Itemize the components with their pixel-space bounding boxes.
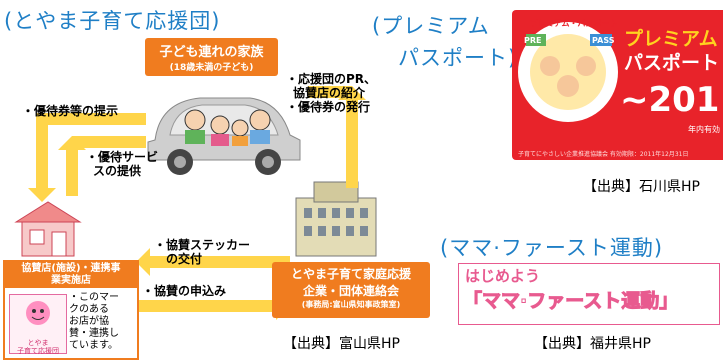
label-pr-3: ・優待券の発行 xyxy=(286,100,371,114)
toyama-source: 【出典】富山県HP xyxy=(283,336,400,352)
label-apply: ・協賛の申込み xyxy=(142,284,227,298)
mama-first-banner: はじめよう 「ママ·ファースト運動」 xyxy=(458,263,720,325)
shop-logo-text-1: とやま xyxy=(27,339,49,347)
passport-title-2: パスポート xyxy=(624,52,720,74)
shop-logo: とやま 子育て応援団 xyxy=(9,294,67,355)
shop-house-icon xyxy=(14,201,82,257)
fukui-source: 【出典】福井県HP xyxy=(534,336,651,352)
toyama-mascot-icon xyxy=(26,301,50,325)
banner-line1: はじめよう xyxy=(465,267,541,285)
council-box: とやま子育て家庭応援 企業・団体連絡会 (事務局:富山県知事政策室) xyxy=(272,262,430,318)
passport-year: ~2011 xyxy=(620,80,723,120)
shop-note-line: お店が協 xyxy=(69,316,109,327)
council-building-icon xyxy=(295,181,377,257)
arrow-sticker xyxy=(150,256,290,268)
premium-passport-card: PRE PASS プレミアム・パスポート プレミアム パスポート ~2011 年… xyxy=(512,10,723,160)
council-line3: (事務局:富山県知事政策室) xyxy=(301,300,401,309)
shop-box-title: 協賛店(施設)・連携事 業実施店 xyxy=(5,262,137,288)
label-sticker-1: ・協賛ステッカー xyxy=(154,238,251,252)
passport-arc-text: プレミアム・パスポート xyxy=(530,19,618,28)
passport-pre-label: PRE xyxy=(524,36,542,45)
label-coupon-present: ・優待券等の提示 xyxy=(22,104,119,118)
passport-pass-label: PASS xyxy=(592,36,615,45)
label-service-provide-2: スの提供 xyxy=(93,164,142,178)
family-box: 子ども連れの家族 (18歳未満の子ども) xyxy=(145,38,278,76)
ishikawa-source: 【出典】石川県HP xyxy=(583,179,700,195)
flow-arrows xyxy=(28,86,366,320)
label-pr-2: 協賛店の紹介 xyxy=(293,86,366,100)
banner-line2: 「ママ·ファースト運動」 xyxy=(462,290,679,313)
family-box-sub: (18歳未満の子ども) xyxy=(169,63,254,73)
label-pr-1: ・応援団のPR、 xyxy=(286,72,377,86)
arrow-council-to-family xyxy=(346,100,358,188)
ishikawa-heading-2: パスポート) xyxy=(398,46,518,70)
shop-box-title-2: 業実施店 xyxy=(51,275,91,286)
label-service-provide-1: ・優待サービ xyxy=(86,150,159,164)
shop-logo-text-2: 子育て応援団 xyxy=(17,347,59,355)
shop-note-line: ています。 xyxy=(69,340,118,351)
label-sticker-2: の交付 xyxy=(166,252,203,266)
council-line2: 企業・団体連絡会 xyxy=(302,284,399,298)
family-car-illustration xyxy=(147,97,301,175)
shop-note-line: 賛・連携し xyxy=(69,328,119,339)
arrow-service-provide xyxy=(66,150,78,196)
passport-footer: 子育てにやさしい企業推進協議会 有効期限：2011年12月31日 xyxy=(518,151,689,158)
family-box-title: 子ども連れの家族 xyxy=(159,45,264,60)
shop-box-title-1: 協賛店(施設)・連携事 xyxy=(21,263,121,274)
council-line1: とやま子育て家庭応援 xyxy=(290,267,411,281)
passport-note: 年内有効 xyxy=(688,125,720,134)
arrow-coupon-present xyxy=(36,113,146,125)
shop-box: 協賛店(施設)・連携事 業実施店 とやま 子育て応援団 ・このマー クのある お… xyxy=(3,260,139,360)
ishikawa-heading-1: (プレミアム xyxy=(372,14,490,38)
passport-emblem-icon xyxy=(518,22,618,122)
passport-title-1: プレミアム xyxy=(624,28,718,50)
shop-note-line: クのある xyxy=(69,304,109,315)
fukui-heading: (ママ·ファースト運動) xyxy=(440,236,664,260)
shop-note: ・このマー クのある お店が協 賛・連携し ています。 xyxy=(69,292,119,352)
shop-note-line: ・このマー xyxy=(69,292,119,303)
toyama-heading: (とやま子育て応援団) xyxy=(4,9,221,33)
arrow-apply xyxy=(136,300,276,312)
